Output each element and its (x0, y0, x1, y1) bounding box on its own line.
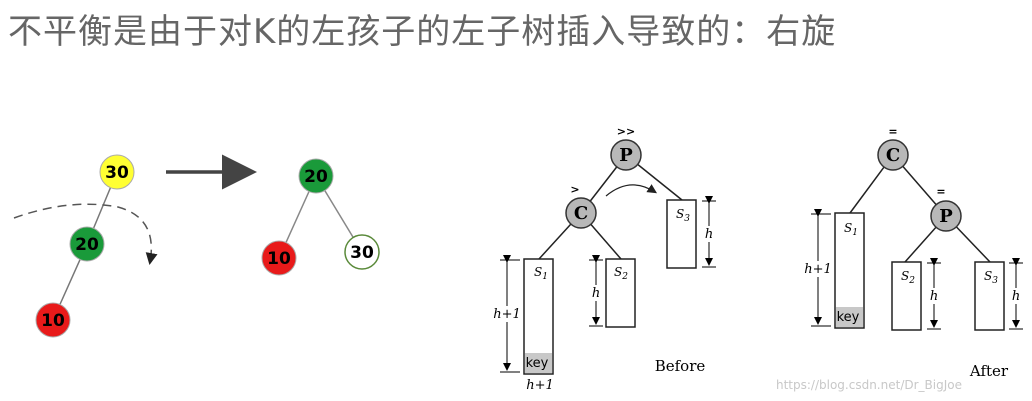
after-caption: After (969, 362, 1009, 380)
after-s1-height: h+1 (804, 262, 832, 277)
after-key-bg (836, 307, 863, 327)
slide-title: 不平衡是由于对K的左孩子的左子树插入导致的：右旋 (8, 12, 837, 52)
node-30-after-label: 30 (350, 243, 374, 263)
before-s3-label: S3 (676, 207, 690, 224)
after-s1-label: S1 (844, 221, 858, 238)
after-s3-height: h (1012, 289, 1020, 304)
after-s3-label: S3 (984, 269, 998, 286)
before-caption: Before (655, 357, 706, 375)
before-s2-height: h (592, 286, 600, 301)
after-s2-box (891, 261, 922, 331)
node-20: 20 (69, 226, 105, 262)
before-p-balance: >> (617, 125, 635, 138)
before-s3-height: h (705, 227, 713, 242)
before-c-label: C (574, 203, 588, 224)
after-c-label: C (886, 145, 900, 166)
node-10: 10 (35, 302, 71, 338)
before-s1-label: S1 (534, 265, 548, 282)
node-10-after-label: 10 (267, 249, 291, 269)
node-30: 30 (99, 154, 135, 190)
after-c-balance: = (888, 125, 897, 138)
before-p-node (610, 139, 642, 171)
watermark: https://blog.csdn.net/Dr_BigJoe (776, 378, 962, 392)
left-tree-after: 20 10 30 (261, 158, 380, 276)
before-c-balance: > (570, 183, 579, 196)
after-c-node (877, 139, 909, 171)
after-s3-box (974, 261, 1005, 331)
diagram-before: >> P > C key S1 h+1 h+1 S2 h S3 h (492, 125, 716, 393)
before-s2-label: S2 (614, 265, 628, 282)
node-30-label: 30 (105, 163, 129, 183)
node-20-after: 20 (298, 158, 334, 194)
node-20-label: 20 (75, 235, 99, 255)
rotation-dashed-arrow (13, 203, 158, 265)
before-p-label: P (619, 145, 633, 166)
before-rotation-arc (605, 184, 658, 197)
after-s2-height: h (930, 289, 938, 304)
before-key-label: key (526, 356, 549, 371)
before-key-bg (525, 353, 552, 373)
node-10-after: 10 (261, 240, 297, 276)
before-s3-box (666, 199, 697, 269)
node-10-label: 10 (41, 311, 65, 331)
before-c-node (565, 197, 597, 229)
node-30-after: 30 (344, 234, 380, 270)
before-s2-box (605, 258, 636, 328)
after-p-balance: = (936, 185, 945, 198)
node-20-after-label: 20 (304, 167, 328, 187)
before-bottom-height: h+1 (526, 378, 554, 393)
left-tree-before: 30 20 10 (13, 154, 158, 338)
after-key-label: key (837, 310, 860, 325)
after-p-label: P (939, 206, 953, 227)
after-p-node (930, 200, 962, 232)
before-s1-height: h+1 (493, 307, 521, 322)
diagram-after: = C = P key S1 h+1 S2 h S3 h After (803, 125, 1023, 380)
after-s2-label: S2 (901, 269, 915, 286)
